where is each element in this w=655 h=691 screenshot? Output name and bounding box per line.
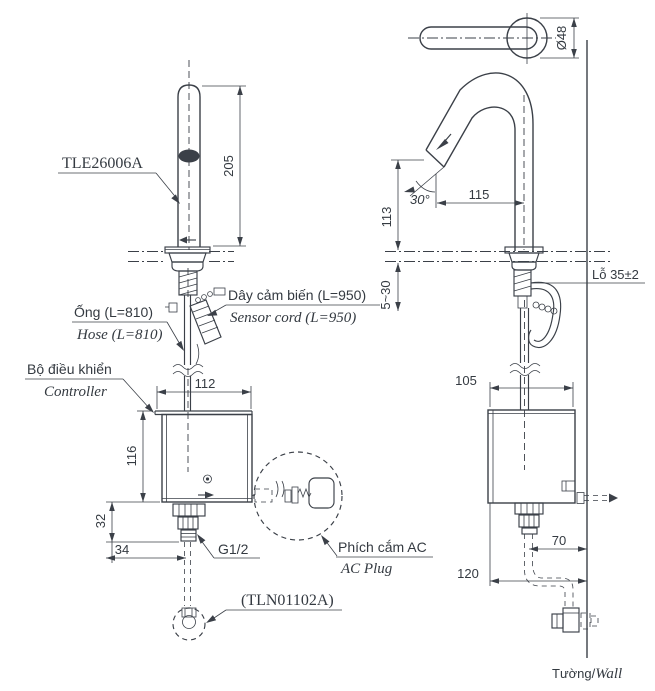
sensor-window [178, 149, 200, 163]
product-code-text: TLE26006A [62, 155, 143, 172]
centerline-front [187, 60, 190, 472]
dim-105: 105 [455, 373, 477, 388]
callout-controller: Bộ điều khiển Controller [25, 361, 154, 413]
faucet-body-front [177, 84, 201, 247]
dimension-shank-height: 32 [93, 502, 179, 543]
supply-pipe-side [524, 534, 599, 633]
ac-plug-label-vi: Phích cắm AC [338, 539, 427, 555]
dim-70: 70 [552, 533, 566, 548]
dim-205: 205 [221, 155, 236, 177]
dim-113: 113 [379, 207, 394, 228]
dim-5-30: 5~30 [378, 280, 393, 309]
wall-label: Tường/Wall [552, 666, 622, 682]
ac-plug-detail [252, 451, 343, 557]
flange-side [504, 246, 544, 309]
flange-front [164, 246, 211, 272]
dimension-valve-wall-offset: 70 [529, 533, 587, 552]
deck-lines-side [385, 251, 612, 262]
thread-label: G1/2 [218, 541, 249, 557]
dim-diameter: Ø48 [554, 26, 569, 51]
callout-thread: G1/2 [197, 534, 260, 559]
dimension-deck-thickness: 5~30 [378, 263, 401, 311]
sensor-cord-label-en: Sensor cord (L=950) [230, 310, 356, 326]
dimension-outlet-angle: 30° [404, 166, 445, 207]
callout-stop-valve: (TLN01102A) [206, 592, 342, 623]
controller-led [203, 474, 212, 484]
sensor-cord-label-vi: Dây cảm biến (L=950) [228, 287, 366, 303]
dimension-controller-width: 112 [156, 376, 252, 409]
controller-box-front [154, 410, 253, 503]
faucet-body-side [425, 72, 534, 251]
deck-lines-front [128, 251, 234, 262]
wall-label-en: Wall [595, 666, 622, 682]
front-view: 205 TLE26006A Ống (L=810) Hose (L=810) D… [25, 60, 433, 641]
side-view: Ø48 30° 113 [378, 13, 645, 682]
hose-label-en: Hose (L=810) [76, 327, 163, 343]
dim-112: 112 [195, 376, 216, 391]
dimension-hose-offset: 34 [106, 542, 186, 563]
dimension-controller-height: 116 [106, 410, 160, 503]
dimension-controller-depth: 105 [455, 373, 574, 407]
dim-32: 32 [93, 514, 108, 528]
dimension-spout-reach: 115 [435, 174, 524, 208]
hose-label-vi: Ống (L=810) [74, 303, 153, 320]
callout-sensor-cord: Dây cảm biến (L=950) Sensor cord (L=950) [207, 287, 380, 326]
ac-plug-label-en: AC Plug [340, 561, 393, 577]
dim-34: 34 [115, 542, 129, 557]
dimension-spout-diameter: Ø48 [540, 17, 579, 59]
callout-hose: Ống (L=810) Hose (L=810) [72, 303, 184, 351]
controller-label-en: Controller [44, 384, 107, 400]
callout-product-code: TLE26006A [58, 155, 180, 204]
callout-hole: Lỗ 35±2 [532, 267, 645, 284]
dimension-spout-height: 205 [202, 85, 246, 247]
controller-box-side [487, 409, 618, 504]
sensor-cord-front [189, 287, 226, 365]
supply-valve-front [172, 542, 206, 641]
spout-plan-view [408, 13, 556, 64]
dim-116: 116 [124, 446, 139, 467]
wall-label-vi: Tường/ [552, 666, 596, 681]
callout-ac-plug: Phích cắm AC AC Plug [336, 539, 433, 577]
hose-side [509, 300, 541, 470]
dim-angle: 30° [410, 192, 430, 207]
outlet-fitting-side [514, 502, 544, 535]
hole-label: Lỗ 35±2 [592, 267, 639, 282]
dimension-controller-wall-offset: 120 [457, 503, 587, 586]
dim-120: 120 [457, 566, 479, 581]
controller-label-vi: Bộ điều khiển [27, 361, 112, 377]
stop-valve-code-text: (TLN01102A) [241, 592, 334, 609]
shank-front [165, 270, 198, 313]
outlet-fitting-front [172, 503, 206, 542]
dim-115: 115 [469, 187, 490, 202]
sensor-cord-side [528, 281, 562, 348]
dimension-outlet-height: 113 [379, 159, 424, 250]
